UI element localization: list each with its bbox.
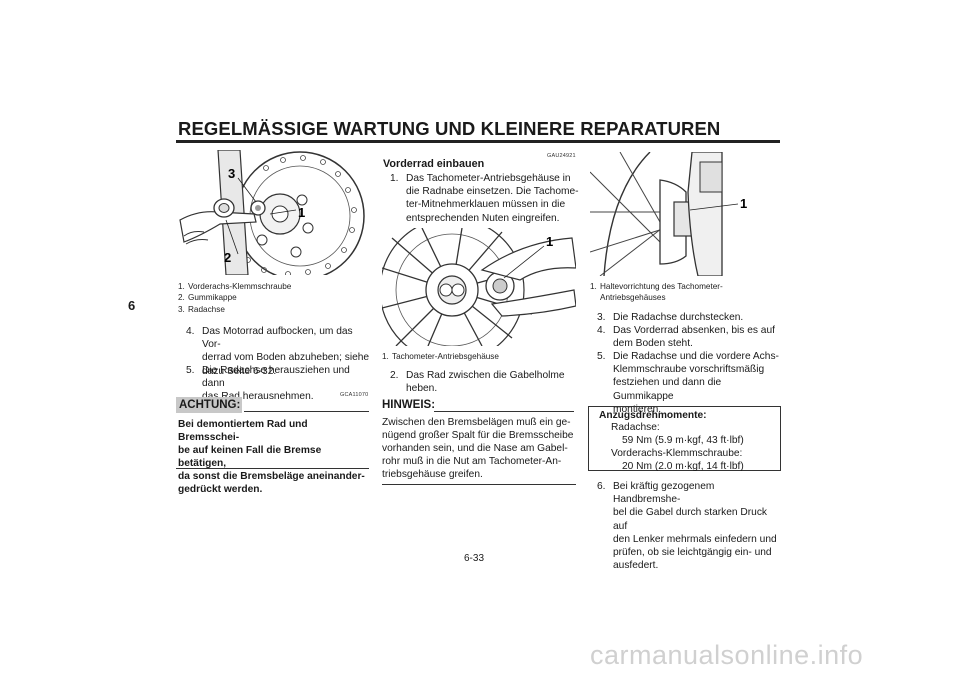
- torque-value-clamp: 20 Nm (2.0 m·kgf, 14 ft·lbf): [622, 461, 744, 472]
- figure-caption-col2: 1.Tachometer-Antriebsgehäuse: [382, 352, 499, 361]
- step-4: 4. Das Motorrad aufbocken, um das Vor- d…: [186, 326, 370, 377]
- caution-bottom-rule: [176, 468, 369, 469]
- title-rule: [176, 140, 780, 143]
- torque-spec-box: [588, 406, 781, 471]
- step-4-col3: 4. Das Vorderrad absenken, bis es auf de…: [597, 325, 775, 350]
- chapter-tab: 6: [128, 298, 136, 313]
- step-3: 3. Die Radachse durchstecken.: [597, 312, 744, 323]
- figure-caption-col3: 1. Haltevorrichtung des Tachometer- Antr…: [590, 282, 723, 303]
- step-5-col3: 5. Die Radachse und die vordere Achs- Kl…: [597, 351, 779, 415]
- callout-2: 2: [224, 250, 231, 265]
- step-5: 5. Die Radachse herausziehen und dann da…: [186, 365, 350, 403]
- figure-housing-holder: 1: [590, 152, 780, 276]
- section-code: GAU24921: [547, 153, 576, 159]
- page-title: REGELMÄSSIGE WARTUNG UND KLEINERE REPARA…: [178, 118, 721, 139]
- figure-captions-col1: 1.Vorderachs-Klemmschraube 2.Gummikappe …: [178, 282, 292, 314]
- caution-text: Bei demontiertem Rad und Bremsschei- be …: [178, 419, 365, 495]
- step-1: 1. Das Tachometer-Antriebsgehäuse in die…: [390, 173, 579, 224]
- note-rule: [434, 411, 574, 412]
- callout-1-col3: 1: [740, 196, 747, 211]
- figure-speedometer-housing: 1: [382, 228, 576, 346]
- note-text: Zwischen den Bremsbelägen muß ein ge- nü…: [382, 417, 574, 480]
- step-2: 2. Das Rad zwischen die Gabelholme heben…: [390, 370, 565, 395]
- note-bottom-rule: [382, 484, 576, 485]
- torque-line-axle: Radachse:: [611, 422, 660, 433]
- section-title: Vorderrad einbauen: [383, 158, 485, 170]
- caution-label: ACHTUNG:: [176, 397, 242, 413]
- page-number: 6-33: [464, 553, 485, 564]
- watermark-text: carmanualsonline.info: [590, 640, 864, 670]
- callout-1: 1: [298, 205, 305, 220]
- step-6: 6. Bei kräftig gezogenem Handbremshe- be…: [597, 481, 777, 572]
- figure-axle-removal: 3 1 2: [178, 150, 368, 275]
- callout-1-col2: 1: [546, 234, 553, 249]
- caution-rule: [244, 411, 369, 412]
- caution-code: GCA11070: [340, 392, 369, 398]
- note-label: HINWEIS:: [382, 399, 436, 411]
- torque-line-clamp: Vorderachs-Klemmschraube:: [611, 448, 743, 459]
- callout-3: 3: [228, 166, 235, 181]
- torque-box-title: Anzugsdrehmomente:: [599, 410, 707, 421]
- torque-value-axle: 59 Nm (5.9 m·kgf, 43 ft·lbf): [622, 435, 744, 446]
